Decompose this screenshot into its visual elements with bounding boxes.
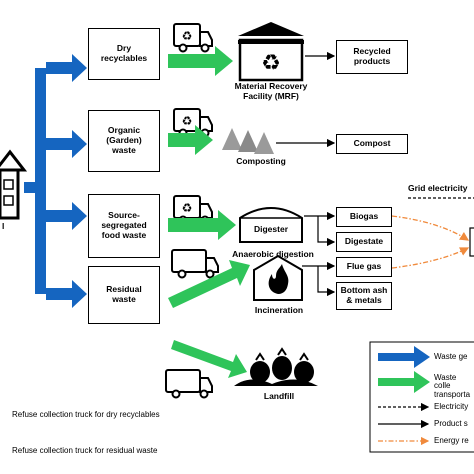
energy-recovery-arrows xyxy=(391,215,470,269)
mrf-building-icon: ♻ xyxy=(238,22,304,82)
truck-recycle-icon: ♻ ♻ ♻ xyxy=(173,23,213,225)
energy-recovery-box xyxy=(469,227,474,257)
svg-text:♻: ♻ xyxy=(182,201,193,215)
source-dry-recyclables: Dry recyclables xyxy=(88,28,160,80)
product-digestate: Digestate xyxy=(336,232,392,252)
note-residual-truck: Refuse collection truck for residual was… xyxy=(12,446,158,455)
product-biogas: Biogas xyxy=(336,207,392,227)
blue-arrow-food xyxy=(46,202,87,230)
source-residual-waste: Residual waste xyxy=(88,266,160,324)
product-recycled: Recycled products xyxy=(336,40,408,74)
legend-waste-collection: Waste colle transporta xyxy=(434,373,471,399)
product-bottom-ash: Bottom ash & metals xyxy=(336,282,392,310)
product-compost: Compost xyxy=(336,134,408,154)
digester-dome-icon xyxy=(239,207,303,243)
product-arrows xyxy=(276,51,336,297)
mrf-label: Material Recovery Facility (MRF) xyxy=(234,81,308,101)
note-dry-truck: Refuse collection truck for dry recyclab… xyxy=(12,410,160,419)
blue-arrow-residual xyxy=(46,280,87,308)
anaerobic-digestion-label: Anaerobic digestion xyxy=(232,249,314,259)
truck-icon xyxy=(165,249,219,399)
incinerator-flame-icon xyxy=(253,254,303,301)
legend-energy: Energy re xyxy=(434,436,469,445)
compost-pile-icon xyxy=(222,128,274,154)
digester-label: Digester xyxy=(253,224,288,234)
legend-product: Product s xyxy=(434,419,468,428)
landfill-label: Landfill xyxy=(263,391,295,401)
composting-label: Composting xyxy=(236,156,286,166)
incineration-label: Incineration xyxy=(254,305,304,315)
waste-generation-arrows xyxy=(24,54,87,308)
blue-arrow-organic xyxy=(46,130,87,158)
svg-text:♻: ♻ xyxy=(182,114,193,128)
svg-text:♻: ♻ xyxy=(182,29,193,43)
svg-text:♻: ♻ xyxy=(261,50,281,75)
legend-waste-generation: Waste ge xyxy=(434,352,468,361)
household-label: l xyxy=(2,221,5,231)
legend-electricity: Electricity xyxy=(434,402,469,411)
landfill-bags-icon xyxy=(234,347,318,386)
legend-symbols xyxy=(378,346,430,446)
grid-electricity-label: Grid electricity xyxy=(408,183,468,193)
waste-collection-arrows xyxy=(168,46,250,378)
blue-arrow-dry xyxy=(46,54,87,82)
source-food-waste: Source- segregated food waste xyxy=(88,194,160,258)
source-organic-waste: Organic (Garden) waste xyxy=(88,110,160,172)
product-flue-gas: Flue gas xyxy=(336,257,392,277)
house-icon xyxy=(0,149,28,220)
